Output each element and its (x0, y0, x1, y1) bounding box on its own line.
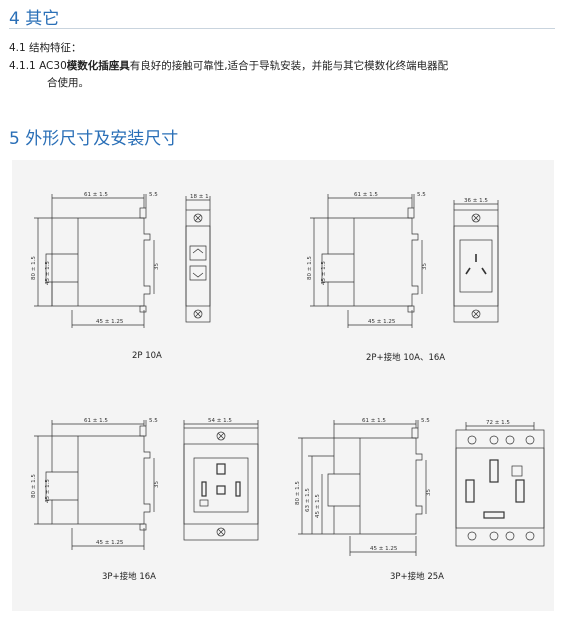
dimension-drawings-panel: 61 ± 1.5 5.5 80 ± 1.5 45 ± 1.5 35 45 ± 1… (12, 160, 554, 611)
dim-height: 80 ± 1.5 (295, 481, 301, 505)
socket-icon (459, 239, 493, 293)
dim-height-inner: 45 ± 1.5 (45, 479, 51, 503)
dim-front-width: 54 ± 1.5 (208, 418, 232, 424)
section-5-heading: 5 外形尺寸及安装尺寸 (9, 129, 179, 149)
front-view: 18 ± 1 (185, 194, 211, 323)
caption-3p-ground-16a: 3P+接地 16A (102, 572, 156, 582)
dim-bottom: 45 ± 1.25 (368, 319, 396, 325)
dim-rail: 35 (154, 263, 160, 270)
caption-3p-ground-25a: 3P+接地 25A (390, 572, 444, 582)
drawing-2p-10a: 61 ± 1.5 5.5 80 ± 1.5 45 ± 1.5 35 45 ± 1… (31, 192, 211, 328)
drawing-3p-ground-25a: 61 ± 1.5 5.5 80 ± 1.5 63 ± 1.5 45 ± 1.5 … (295, 418, 545, 556)
screw-icon (489, 531, 499, 541)
item-4-1-1-number: 4.1.1 (9, 60, 40, 72)
screw-icon (505, 531, 515, 541)
screw-icon (489, 435, 499, 445)
side-view (310, 194, 423, 328)
dim-height-inner: 45 ± 1.5 (45, 261, 51, 285)
side-view (34, 194, 155, 328)
heading-divider (9, 28, 555, 29)
screw-icon (467, 435, 477, 445)
screw-icon (193, 309, 203, 319)
item-4-1: 4.1 结构特征： (9, 42, 82, 54)
screw-icon (505, 435, 515, 445)
item-4-1-1-prefix: AC30 (39, 60, 67, 72)
dim-bottom: 45 ± 1.25 (370, 546, 398, 552)
screw-icon (193, 213, 203, 223)
dim-front-width: 36 ± 1.5 (464, 198, 488, 204)
dim-bottom: 45 ± 1.25 (96, 540, 124, 546)
side-view (34, 420, 155, 550)
drawing-3p-ground-16a: 61 ± 1.5 5.5 80 ± 1.5 45 ± 1.5 35 45 ± 1… (31, 418, 259, 550)
dim-top-small: 5.5 (417, 192, 426, 198)
dim-rail: 35 (426, 489, 432, 496)
dim-width: 61 ± 1.5 (354, 192, 378, 198)
dim-height-mid: 63 ± 1.5 (305, 488, 311, 512)
item-4-1-1: 4.1.1 AC30模数化插座具有良好的接触可靠性,适合于导轨安装，并能与其它模… (9, 58, 557, 92)
dim-height: 80 ± 1.5 (31, 256, 37, 280)
dim-front-width: 72 ± 1.5 (486, 420, 510, 426)
socket-icon (189, 245, 207, 261)
dim-front-width: 18 ± 1 (190, 194, 209, 200)
caption-2p-ground: 2P+接地 10A、16A (366, 353, 446, 363)
screw-icon (216, 431, 226, 441)
dim-height: 80 ± 1.5 (31, 474, 37, 498)
dim-bottom: 45 ± 1.25 (96, 319, 124, 325)
screw-icon (525, 531, 535, 541)
screw-icon (216, 527, 226, 537)
screw-icon (467, 531, 477, 541)
side-view (298, 420, 427, 556)
dim-width: 61 ± 1.5 (84, 192, 108, 198)
dim-top-small: 5.5 (421, 418, 430, 424)
screw-icon (525, 435, 535, 445)
dim-width: 61 ± 1.5 (362, 418, 386, 424)
dim-width: 61 ± 1.5 (84, 418, 108, 424)
dim-height-inner: 45 ± 1.5 (321, 261, 327, 285)
section-4-heading: 4 其它 (9, 9, 60, 29)
socket-icon (193, 457, 249, 513)
front-view: 72 ± 1.5 (455, 420, 545, 547)
screw-icon (471, 213, 481, 223)
front-view: 36 ± 1.5 (453, 198, 499, 323)
front-view: 54 ± 1.5 (183, 418, 259, 541)
dim-rail: 35 (154, 481, 160, 488)
item-4-1-1-text: 有良好的接触可靠性,适合于导轨安装，并能与其它模数化终端电器配 (129, 60, 449, 72)
dim-top-small: 5.5 (149, 192, 158, 198)
item-4-1-1-bold: 模数化插座具 (66, 60, 130, 72)
item-4-1-1-continuation: 合使用。 (47, 77, 89, 89)
dim-height-inner: 45 ± 1.5 (315, 494, 321, 518)
dim-rail: 35 (422, 263, 428, 270)
drawing-2p-ground: 61 ± 1.5 5.5 80 ± 1.5 45 ± 1.5 35 45 ± 1… (307, 192, 499, 328)
screw-icon (471, 309, 481, 319)
dim-top-small: 5.5 (149, 418, 158, 424)
caption-2p-10a: 2P 10A (132, 351, 162, 361)
dim-height: 80 ± 1.5 (307, 256, 313, 280)
